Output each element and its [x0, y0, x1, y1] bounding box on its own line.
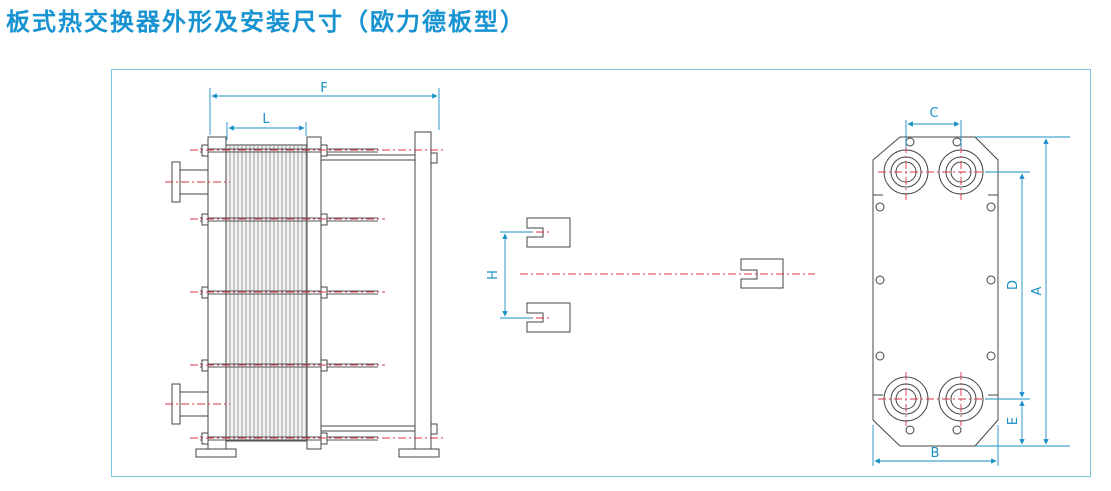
dimension-H [500, 231, 532, 319]
upper-guide-bar [320, 154, 416, 161]
support-column [414, 131, 432, 451]
front-centerlines [878, 145, 990, 426]
foot-detail [526, 217, 784, 333]
front-view [872, 136, 999, 447]
dimension-label-C: C [929, 106, 938, 121]
dimension-label-H: H [486, 270, 501, 280]
front-bolts [875, 137, 996, 435]
drawing-frame [111, 69, 1091, 477]
plate-pack [225, 144, 309, 442]
dimension-C [905, 120, 962, 148]
bolt-nuts [201, 144, 438, 445]
lower-guide-bar [320, 425, 416, 432]
page-title: 板式热交换器外形及安装尺寸（欧力德板型） [6, 8, 526, 36]
dimension-label-B: B [931, 446, 940, 461]
single-foot-slot [740, 258, 784, 289]
dimension-B [872, 425, 999, 466]
dimension-L [226, 122, 307, 140]
pressure-plate [306, 136, 322, 450]
side-centerlines [165, 149, 445, 439]
upper-foot-slot [526, 217, 571, 248]
dimension-F [209, 88, 440, 135]
side-view [171, 131, 440, 458]
tie-bolts [200, 148, 378, 441]
fixed-plate [207, 136, 227, 450]
dimension-label-L: L [262, 112, 270, 127]
dimension-label-D: D [1006, 280, 1021, 290]
dimension-label-E: E [1006, 417, 1021, 425]
rear-foot [398, 448, 440, 458]
lower-foot-slot [526, 302, 571, 333]
dimension-label-A: A [1030, 286, 1045, 295]
dimension-D [985, 171, 1030, 400]
dimension-label-F: F [320, 81, 327, 96]
dimension-A [975, 136, 1070, 447]
front-foot [195, 448, 237, 458]
